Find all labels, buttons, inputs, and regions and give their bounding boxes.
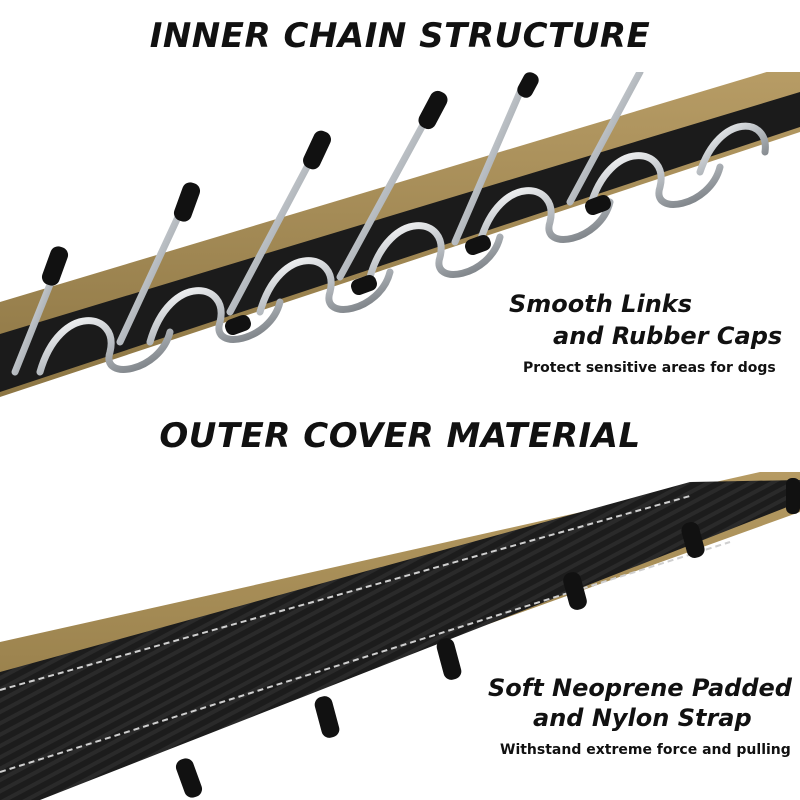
feature-line: and Nylon Strap [533,704,752,732]
feature-description: Protect sensitive areas for dogs [523,360,776,376]
feature-line: Smooth Links [509,290,693,318]
rubber-caps [175,478,800,798]
inner-chain-photo [0,72,800,397]
chain-links [11,72,769,376]
rubber-caps [41,72,611,335]
feature-line: Soft Neoprene Padded [488,674,792,702]
section-heading-inner-chain: INNER CHAIN STRUCTURE [149,16,651,56]
reflective-stitching [0,541,731,773]
nylon-strap [0,480,800,800]
feature-line: and Rubber Caps [553,322,783,350]
outer-cover-illustration [0,472,800,800]
outer-cover-photo [0,472,800,800]
nylon-strap-inner [0,92,800,392]
section-heading-outer-cover: OUTER COVER MATERIAL [159,416,641,456]
feature-description: Withstand extreme force and pulling [500,742,791,758]
inner-chain-illustration [0,72,800,397]
